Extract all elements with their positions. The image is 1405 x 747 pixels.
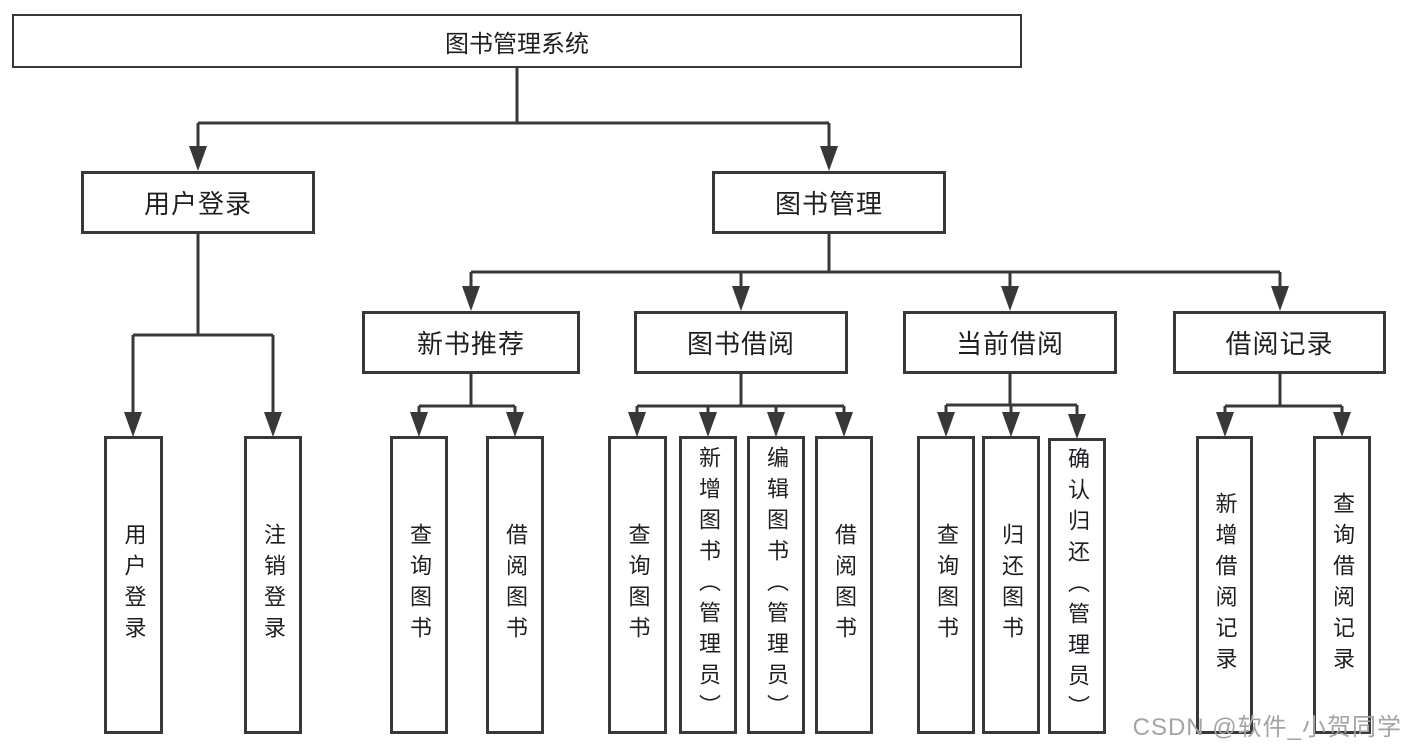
node-label: 图书管理 bbox=[774, 189, 883, 219]
node-leaf-query-borrow-record: 查询借阅记录 bbox=[1313, 436, 1371, 734]
node-leaf-add-books-admin: 新增图书（管理员） bbox=[679, 436, 737, 734]
connector-root-to-level2 bbox=[189, 68, 838, 171]
connector-book-mgmt-to-level3 bbox=[462, 234, 1289, 311]
node-label: 借阅图书 bbox=[503, 523, 528, 647]
node-leaf-user-login: 用户登录 bbox=[104, 436, 163, 734]
node-book-borrow: 图书借阅 bbox=[634, 311, 848, 374]
node-new-book-recommend: 新书推荐 bbox=[362, 311, 580, 374]
node-borrow-records: 借阅记录 bbox=[1173, 311, 1386, 374]
node-label: 注销登录 bbox=[261, 523, 286, 647]
connector-user-login-to-leaves bbox=[124, 234, 282, 437]
connector-borrow-records-to-leaves bbox=[1216, 374, 1351, 437]
node-label: 借阅图书 bbox=[832, 523, 857, 647]
node-label: 编辑图书（管理员） bbox=[764, 445, 789, 725]
node-user-login-branch: 用户登录 bbox=[81, 171, 315, 234]
node-label: 查询图书 bbox=[407, 523, 432, 647]
node-current-borrow: 当前借阅 bbox=[903, 311, 1117, 374]
node-leaf-logout: 注销登录 bbox=[244, 436, 302, 734]
watermark: CSDN @软件_小贺同学 bbox=[1132, 714, 1402, 741]
node-label: 新书推荐 bbox=[416, 329, 525, 359]
node-leaf-query-books-2: 查询图书 bbox=[608, 436, 667, 734]
node-label: 确认归还（管理员） bbox=[1065, 446, 1090, 726]
node-label: 新增图书（管理员） bbox=[696, 445, 721, 725]
node-label: 查询图书 bbox=[934, 523, 959, 647]
node-book-management-branch: 图书管理 bbox=[712, 171, 946, 234]
node-label: 查询图书 bbox=[625, 523, 651, 647]
node-leaf-borrow-books-1: 借阅图书 bbox=[486, 436, 544, 734]
node-label: 用户登录 bbox=[143, 189, 252, 219]
node-label: 归还图书 bbox=[999, 523, 1024, 647]
connector-current-borrow-to-leaves bbox=[937, 374, 1086, 439]
connector-book-borrow-to-leaves bbox=[628, 374, 853, 437]
node-leaf-borrow-books-2: 借阅图书 bbox=[815, 436, 873, 734]
node-leaf-query-books-3: 查询图书 bbox=[917, 436, 975, 734]
node-label: 图书管理系统 bbox=[445, 30, 589, 58]
node-label: 新增借阅记录 bbox=[1212, 492, 1238, 678]
node-leaf-edit-books-admin: 编辑图书（管理员） bbox=[747, 436, 805, 734]
node-label: 当前借阅 bbox=[955, 329, 1064, 359]
node-label: 查询借阅记录 bbox=[1330, 492, 1355, 678]
node-leaf-query-books-1: 查询图书 bbox=[390, 436, 448, 734]
node-label: 用户登录 bbox=[121, 523, 147, 647]
connector-new-books-to-leaves bbox=[410, 374, 524, 437]
node-leaf-return-books: 归还图书 bbox=[982, 436, 1040, 734]
node-label: 借阅记录 bbox=[1225, 329, 1334, 359]
node-root-system: 图书管理系统 bbox=[12, 14, 1022, 68]
node-leaf-confirm-return-admin: 确认归还（管理员） bbox=[1048, 438, 1106, 734]
node-label: 图书借阅 bbox=[686, 329, 795, 359]
node-leaf-add-borrow-record: 新增借阅记录 bbox=[1196, 436, 1253, 734]
